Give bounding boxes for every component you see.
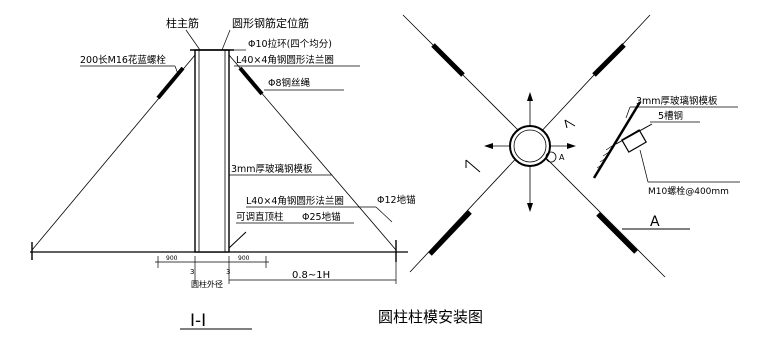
leader-turnbuckle-tick: [174, 65, 179, 75]
detail-bolt-line: [615, 123, 653, 145]
dim-column-outer-diameter: 圆柱外径: [191, 279, 223, 289]
label-adjustable-post: 可调直顶柱: [236, 211, 284, 223]
label-turnbuckle: 200长M16花蓝螺栓: [80, 54, 166, 66]
dim-gap-right: 3: [226, 268, 230, 276]
label-main-rebar: 柱主筋: [166, 16, 199, 30]
section-mark-right-stroke: [564, 119, 576, 127]
label-tie-ring: Φ10拉环(四个均分): [248, 38, 332, 50]
detail-hatch-2: [602, 151, 610, 157]
section-mark-left-stroke: [465, 159, 481, 173]
label-ground-anchor-12: Φ12地锚: [377, 194, 416, 206]
section-mark-left: [465, 159, 481, 173]
arrow-left-icon: [484, 143, 493, 149]
detail-hatch-4: [596, 163, 604, 169]
detail-label-frp: 3mm厚玻璃钢模板: [636, 95, 718, 107]
dim-left-offset: 900: [166, 255, 178, 262]
section-mark-right-tick: [564, 119, 568, 129]
leader-main-rebar: [185, 29, 201, 51]
plan-view: A: [402, 14, 666, 278]
right-turnbuckle: [238, 66, 264, 96]
detail-a-title: A: [650, 214, 660, 230]
figure-title: 圆柱柱模安装图: [378, 308, 483, 326]
detail-a-view: 3mm厚玻璃钢模板 5槽钢 M10螺栓@400mm A: [592, 95, 740, 230]
label-angle-flange-top: L40×4角钢圆形法兰圈: [236, 54, 334, 66]
label-ground-anchor-25: Φ25地锚: [302, 211, 341, 223]
label-frp-formwork: 3mm厚玻璃钢模板: [231, 163, 313, 175]
left-turnbuckle: [156, 66, 185, 100]
dim-right-offset: 900: [238, 255, 250, 262]
plan-turnbuckle-se: [596, 212, 638, 254]
column-body: [194, 49, 230, 253]
arrow-up-icon: [527, 92, 533, 101]
detail-channel-steel: [621, 129, 647, 153]
detail-a-mark-circle: [545, 151, 557, 163]
plan-column-inner: [513, 129, 547, 163]
detail-label-bolt: M10螺栓@400mm: [648, 185, 729, 197]
elevation-view: 柱主筋 圆形钢筋定位筋 200长M16花蓝螺栓 Φ10拉环(四个均分) L40×…: [30, 16, 416, 331]
arrow-right-icon: [567, 143, 576, 149]
section-label: I-I: [190, 311, 206, 331]
plan-column-outer: [509, 125, 551, 167]
label-angle-flange-bottom: L40×4角钢圆形法兰圈: [246, 195, 344, 207]
plan-turnbuckle-sw: [428, 210, 472, 256]
detail-hatch-3: [599, 157, 607, 163]
dim-gap-left: 3: [190, 268, 194, 276]
detail-formwork-plate: [592, 101, 642, 179]
label-wire-rope: Φ8钢丝绳: [268, 77, 311, 89]
detail-a-mark: A: [559, 153, 565, 162]
label-positioning-rebar: 圆形钢筋定位筋: [232, 16, 309, 30]
detail-label-channel: 5槽钢: [658, 110, 683, 122]
plan-turnbuckle-ne: [592, 43, 626, 77]
arrow-down-icon: [527, 203, 533, 212]
detail-leader-bolt: [639, 149, 649, 183]
leader-ground-anchor-12: [375, 206, 393, 223]
leader-positioning-rebar: [221, 29, 231, 51]
section-mark-right: [564, 119, 576, 129]
adjustable-post: [228, 231, 247, 249]
detail-hatch-1: [605, 145, 613, 151]
plan-turnbuckle-nw: [431, 43, 465, 77]
dim-anchor-distance: 0.8~1H: [292, 270, 330, 281]
detail-leader-frp-tick: [625, 106, 631, 119]
